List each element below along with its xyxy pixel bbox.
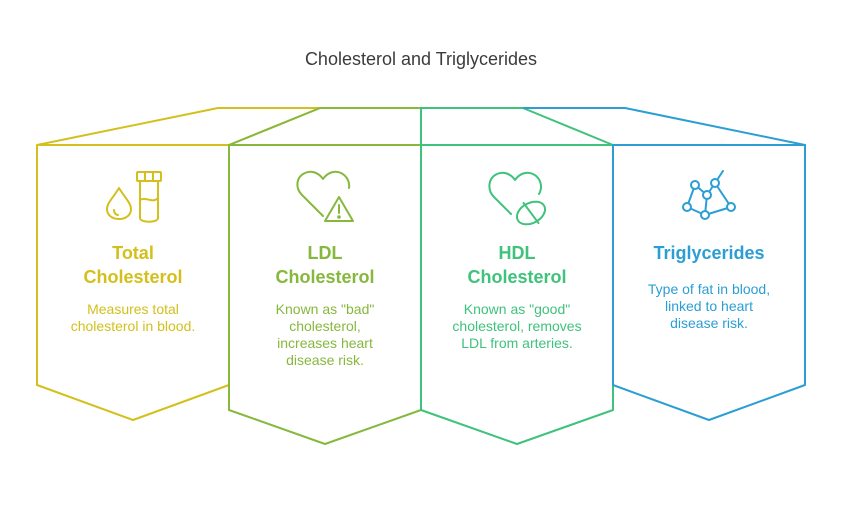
card-desc-line: cholesterol, [289, 318, 361, 334]
card-title-line: Cholesterol [83, 267, 183, 287]
card-outline-hdl-cholesterol [420, 107, 614, 445]
card-description: Type of fat in blood, linked to heart di… [613, 281, 805, 332]
card-desc-line: cholesterol, removes [452, 318, 582, 334]
card-outline-triglycerides [523, 107, 806, 421]
card-title-line: LDL [307, 243, 343, 263]
card-desc-line: Measures total [87, 301, 179, 317]
heart-warning-icon [296, 170, 354, 222]
card-total-cholesterol: Total Cholesterol Measures total cholest… [37, 241, 229, 335]
card-title-line: Total [112, 243, 154, 263]
card-title: HDL Cholesterol [421, 241, 613, 289]
card-title: Total Cholesterol [37, 241, 229, 289]
card-title-line: HDL [498, 243, 536, 263]
card-triglycerides: Triglycerides Type of fat in blood, link… [613, 241, 805, 332]
card-desc-line: Type of fat in blood, [647, 281, 771, 297]
heart-pill-icon [488, 171, 547, 226]
card-title-line: Triglycerides [653, 243, 765, 263]
blood-drop-test-tube-icon [106, 171, 162, 223]
card-title-line: Cholesterol [467, 267, 567, 287]
card-ldl-cholesterol: LDL Cholesterol Known as "bad" cholester… [229, 241, 421, 369]
card-title: Triglycerides [613, 241, 805, 265]
card-description: Known as "bad" cholesterol, increases he… [229, 301, 421, 369]
card-hdl-cholesterol: HDL Cholesterol Known as "good" choleste… [421, 241, 613, 352]
molecule-network-icon [682, 170, 736, 220]
card-desc-line: increases heart [277, 335, 373, 351]
card-desc-line: disease risk. [286, 352, 364, 368]
card-description: Known as "good" cholesterol, removes LDL… [421, 301, 613, 352]
card-title: LDL Cholesterol [229, 241, 421, 289]
diagram-title: Cholesterol and Triglycerides [304, 49, 538, 69]
card-title-line: Cholesterol [275, 267, 375, 287]
card-desc-line: LDL from arteries. [461, 335, 573, 351]
card-desc-line: Known as "bad" [275, 301, 375, 317]
card-desc-line: cholesterol in blood. [70, 318, 196, 334]
card-desc-line: linked to heart [665, 298, 753, 314]
card-desc-line: disease risk. [670, 315, 748, 331]
card-description: Measures total cholesterol in blood. [37, 301, 229, 335]
card-desc-line: Known as "good" [463, 301, 571, 317]
